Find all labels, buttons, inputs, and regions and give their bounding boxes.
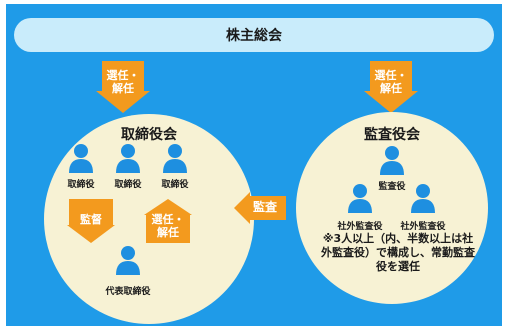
director-label: 取締役 <box>161 180 189 190</box>
auditors-elect-arrow: 選任・ 解任 <box>364 61 418 113</box>
representative-person-icon <box>116 245 140 279</box>
audit-arrow: 監査 <box>234 192 286 224</box>
audit-label: 監査 <box>252 200 277 214</box>
rep-elect-label: 選任・ 解任 <box>151 213 185 239</box>
shareholders-meeting-bar: 株主総会 <box>14 18 494 52</box>
director-label: 取締役 <box>67 180 95 190</box>
board-elect-label: 選任・ 解任 <box>106 69 140 95</box>
auditors-title: 監査役会 <box>364 127 420 143</box>
auditors-circle <box>296 112 488 304</box>
auditor-label: 監査役 <box>378 182 406 192</box>
outside-auditor-person-icon <box>411 183 435 217</box>
shareholders-meeting-label: 株主総会 <box>226 28 282 44</box>
supervise-label: 監督 <box>80 213 102 226</box>
director-person-icon <box>69 143 93 177</box>
supervise-arrow: 監督 <box>67 199 115 243</box>
auditors-elect-label: 選任・ 解任 <box>374 69 408 95</box>
board-elect-arrow: 選任・ 解任 <box>96 61 150 113</box>
outside-auditor-person-icon <box>348 183 372 217</box>
representative-label: 代表取締役 <box>105 287 151 297</box>
rep-elect-arrow: 選任・ 解任 <box>144 199 192 243</box>
board-title: 取締役会 <box>121 127 177 143</box>
auditor-person-icon <box>380 145 404 179</box>
director-label: 取締役 <box>114 180 142 190</box>
auditors-note: ※3人以上（内、半数以上は社外監査役）で構成し、常勤監査役を選任 <box>321 232 475 273</box>
outside-auditor-label: 社外監査役 <box>337 222 383 232</box>
director-person-icon <box>116 143 140 177</box>
director-person-icon <box>163 143 187 177</box>
outside-auditor-label: 社外監査役 <box>400 222 446 232</box>
